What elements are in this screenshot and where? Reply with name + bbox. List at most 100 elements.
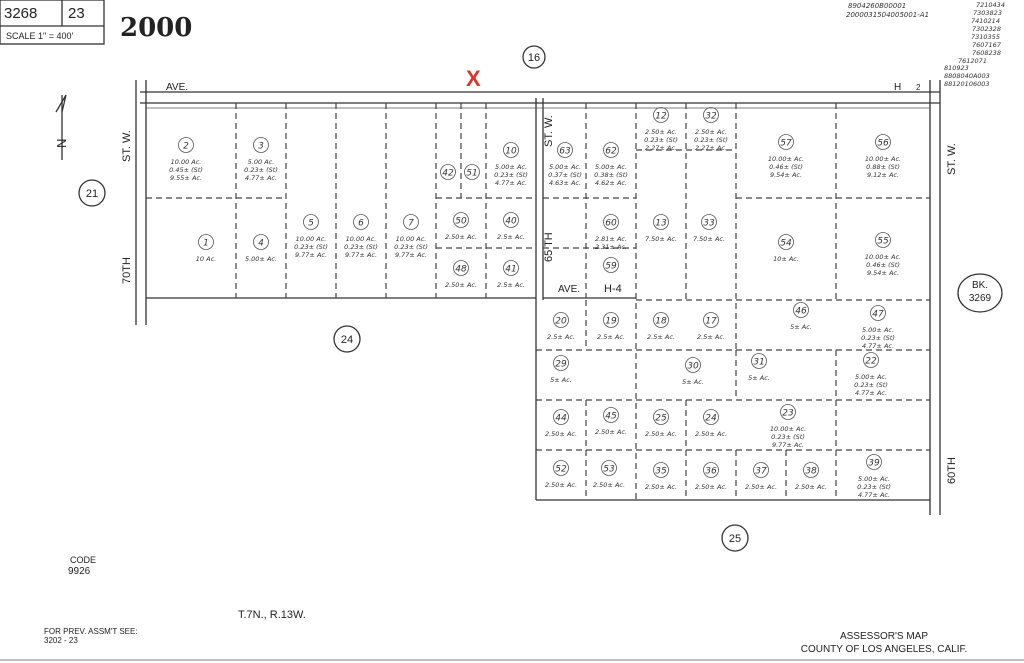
parcel-40: 402.5± Ac. <box>497 212 525 241</box>
parcel-number: 31 <box>753 358 764 368</box>
code-line: 8808040A003 <box>944 72 990 80</box>
parcel-number: 62 <box>605 147 617 157</box>
parcel-sub2: 9.54± Ac. <box>770 171 802 179</box>
parcel-number: 12 <box>655 112 667 122</box>
parcel-45: 452.50± Ac. <box>595 407 627 436</box>
parcel-number-circle <box>780 404 796 420</box>
parcel-number-circle <box>603 407 619 423</box>
street-label-ave-h: AVE. <box>166 82 188 93</box>
parcel-sub2: 9.77± Ac. <box>395 251 427 259</box>
code-line: 7303823 <box>973 9 1002 17</box>
parcel-number: 18 <box>655 317 667 327</box>
parcel-area: 7.50± Ac. <box>693 235 725 243</box>
parcel-30: 305± Ac. <box>682 357 704 386</box>
book-number: 3268 <box>4 5 37 22</box>
parcel-number: 20 <box>555 317 567 327</box>
code-line: 7210434 <box>976 1 1005 9</box>
north-arrow-icon: N <box>54 94 69 160</box>
parcel-46: 465± Ac. <box>790 302 812 331</box>
parcel-area: 2.5± Ac. <box>597 333 625 341</box>
parcel-number: 59 <box>605 262 617 272</box>
parcel-36: 362.50± Ac. <box>695 462 727 491</box>
parcel-12: 122.50± Ac.0.23± (St)2.27± Ac. <box>644 107 678 152</box>
parcel-number-circle <box>603 214 619 230</box>
parcel-52: 52 2.50± Ac. <box>545 460 577 489</box>
street-label-65th: 65 TH <box>543 232 555 262</box>
parcel-sub1: 0.37± (St) <box>548 171 582 179</box>
ref-number-1: 8904260B00001 <box>848 2 906 10</box>
parcel-number-circle <box>703 312 719 328</box>
parcel-area: 2.50± Ac. <box>545 481 577 489</box>
parcel-area: 2.50± Ac. <box>545 430 577 438</box>
parcel-area: 5± Ac. <box>550 376 572 384</box>
parcel-area: 10.00± Ac. <box>865 155 901 163</box>
parcel-area: 5± Ac. <box>748 374 770 382</box>
parcel-number: 47 <box>872 310 884 320</box>
parcel-sub1: 0.38± (St) <box>594 171 628 179</box>
code-line: 7612071 <box>958 57 987 65</box>
map-county: COUNTY OF LOS ANGELES, CALIF. <box>801 644 968 655</box>
parcel-number-circle <box>703 462 719 478</box>
parcel-35: 352.50± Ac. <box>645 462 677 491</box>
parcel-number-circle <box>603 142 619 158</box>
ref-number-2: 2000031504005001-A1 <box>846 11 929 19</box>
parcel-number-circle <box>778 234 794 250</box>
parcel-area: 2.50± Ac. <box>645 483 677 491</box>
code-line: 7310355 <box>971 33 1000 41</box>
parcel-number: 41 <box>505 265 516 275</box>
parcel-sub1: 0.23± (St) <box>771 433 805 441</box>
parcel-number: 42 <box>442 169 454 179</box>
parcel-number: 53 <box>603 465 615 475</box>
parcel-sub2: 2.27± Ac. <box>695 144 727 152</box>
parcel-number: 51 <box>466 169 477 179</box>
parcel-sub1: 0.46± (St) <box>866 261 900 269</box>
parcel-number-circle <box>653 214 669 230</box>
scale-label: SCALE 1" = 400' <box>6 31 73 41</box>
parcel-number: 36 <box>705 467 717 477</box>
parcel-number: 30 <box>687 362 699 372</box>
parcel-sub1: 0.23± (St) <box>294 243 328 251</box>
parcel-number: 52 <box>555 465 567 475</box>
parcel-number-circle <box>553 312 569 328</box>
parcel-number: 63 <box>559 147 571 157</box>
parcel-area: 2.50± Ac. <box>745 483 777 491</box>
code-line: 88120106003 <box>944 80 990 88</box>
parcel-number: 13 <box>655 219 667 229</box>
parcel-number-circle <box>453 260 469 276</box>
parcel-number-circle <box>751 353 767 369</box>
street-label-h4: H-4 <box>604 283 622 295</box>
parcel-17: 172.5± Ac. <box>697 312 725 341</box>
parcel-area: 10.00 Ac. <box>296 235 327 243</box>
parcel-number-circle <box>553 409 569 425</box>
parcel-number: 39 <box>868 459 880 469</box>
parcel-number-circle <box>701 214 717 230</box>
adjoining-16: 16 <box>522 45 546 69</box>
parcel-number-circle <box>793 302 809 318</box>
adjoining-24: 24 <box>333 325 361 353</box>
parcel-sub2: 9.12± Ac. <box>867 171 899 179</box>
parcel-sub1: 0.23± (St) <box>854 381 888 389</box>
adjoining-25: 25 <box>721 524 749 552</box>
street-label-60th: 60TH <box>946 457 958 484</box>
parcel-number-circle <box>503 212 519 228</box>
parcel-number-circle <box>253 137 269 153</box>
parcel-number-circle <box>653 312 669 328</box>
township-label: T.7N., R.13W. <box>238 609 306 621</box>
parcel-number-circle <box>875 232 891 248</box>
parcel-13: 137.50± Ac. <box>645 214 677 243</box>
bk-3269-label: BK. 3269 <box>957 273 1003 313</box>
parcel-number-circle <box>653 462 669 478</box>
parcel-sub2: 4.77± Ac. <box>858 491 890 499</box>
parcel-number-circle <box>753 462 769 478</box>
parcel-number: 2 <box>183 142 189 152</box>
parcel-area: 10 Ac. <box>196 255 216 263</box>
parcel-number: 17 <box>705 317 717 327</box>
parcel-37: 372.50± Ac. <box>745 462 777 491</box>
parcel-number-circle <box>685 357 701 373</box>
parcel-sub1: 0.23± (St) <box>394 243 428 251</box>
parcel-number: 10 <box>505 147 517 157</box>
parcel-number-circle <box>653 409 669 425</box>
parcel-19: 192.5± Ac. <box>597 312 625 341</box>
